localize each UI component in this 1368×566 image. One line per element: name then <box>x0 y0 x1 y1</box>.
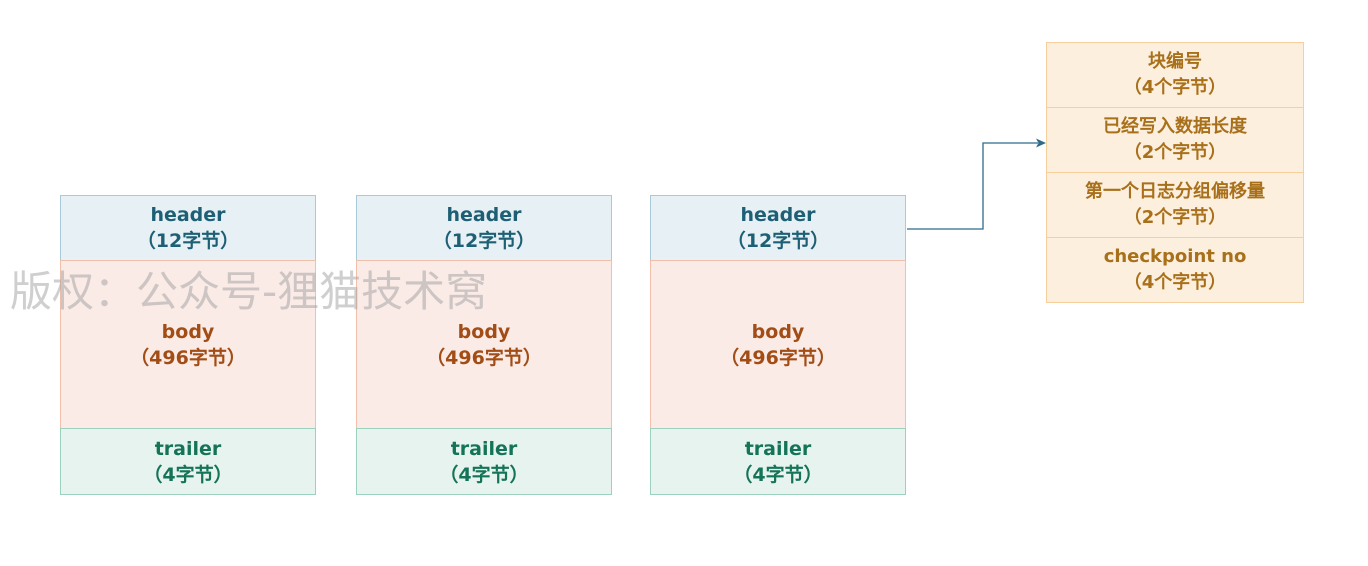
log-block-2: header （12字节） body （496字节） trailer （4字节） <box>356 195 612 495</box>
body-title: body <box>161 320 215 343</box>
header-title: header <box>740 204 816 226</box>
block-header: header （12字节） <box>650 195 906 261</box>
detail-title: 第一个日志分组偏移量 <box>1085 181 1265 202</box>
detail-title: checkpoint no <box>1103 246 1247 267</box>
header-size: （12字节） <box>136 230 240 252</box>
trailer-title: trailer <box>450 437 518 460</box>
arrowhead-icon <box>1036 138 1046 148</box>
block-body: body （496字节） <box>60 260 316 429</box>
trailer-title: trailer <box>154 437 222 460</box>
detail-size: （2个字节） <box>1123 142 1227 163</box>
detail-row-block-number: 块编号 （4个字节） <box>1046 42 1304 108</box>
trailer-size: （4字节） <box>439 463 529 486</box>
block-trailer: trailer （4字节） <box>356 428 612 495</box>
body-size: （496字节） <box>720 346 836 369</box>
body-size: （496字节） <box>426 346 542 369</box>
log-block-3: header （12字节） body （496字节） trailer （4字节） <box>650 195 906 495</box>
detail-row-data-length: 已经写入数据长度 （2个字节） <box>1046 108 1304 173</box>
header-size: （12字节） <box>432 230 536 252</box>
body-title: body <box>457 320 511 343</box>
trailer-title: trailer <box>744 437 812 460</box>
header-title: header <box>150 204 226 226</box>
block-trailer: trailer （4字节） <box>60 428 316 495</box>
detail-size: （4个字节） <box>1123 77 1227 98</box>
block-header: header （12字节） <box>60 195 316 261</box>
block-body: body （496字节） <box>650 260 906 429</box>
detail-row-first-group-offset: 第一个日志分组偏移量 （2个字节） <box>1046 173 1304 238</box>
header-size: （12字节） <box>726 230 830 252</box>
header-title: header <box>446 204 522 226</box>
body-title: body <box>751 320 805 343</box>
block-header: header （12字节） <box>356 195 612 261</box>
block-trailer: trailer （4字节） <box>650 428 906 495</box>
detail-size: （4个字节） <box>1123 272 1227 293</box>
detail-size: （2个字节） <box>1123 207 1227 228</box>
block-body: body （496字节） <box>356 260 612 429</box>
connector-line <box>907 142 1038 230</box>
log-block-1: header （12字节） body （496字节） trailer （4字节） <box>60 195 316 495</box>
trailer-size: （4字节） <box>143 463 233 486</box>
header-detail-table: 块编号 （4个字节） 已经写入数据长度 （2个字节） 第一个日志分组偏移量 （2… <box>1046 42 1304 303</box>
body-size: （496字节） <box>130 346 246 369</box>
trailer-size: （4字节） <box>733 463 823 486</box>
detail-row-checkpoint-no: checkpoint no （4个字节） <box>1046 238 1304 303</box>
detail-title: 块编号 <box>1148 51 1202 72</box>
detail-title: 已经写入数据长度 <box>1103 116 1247 137</box>
